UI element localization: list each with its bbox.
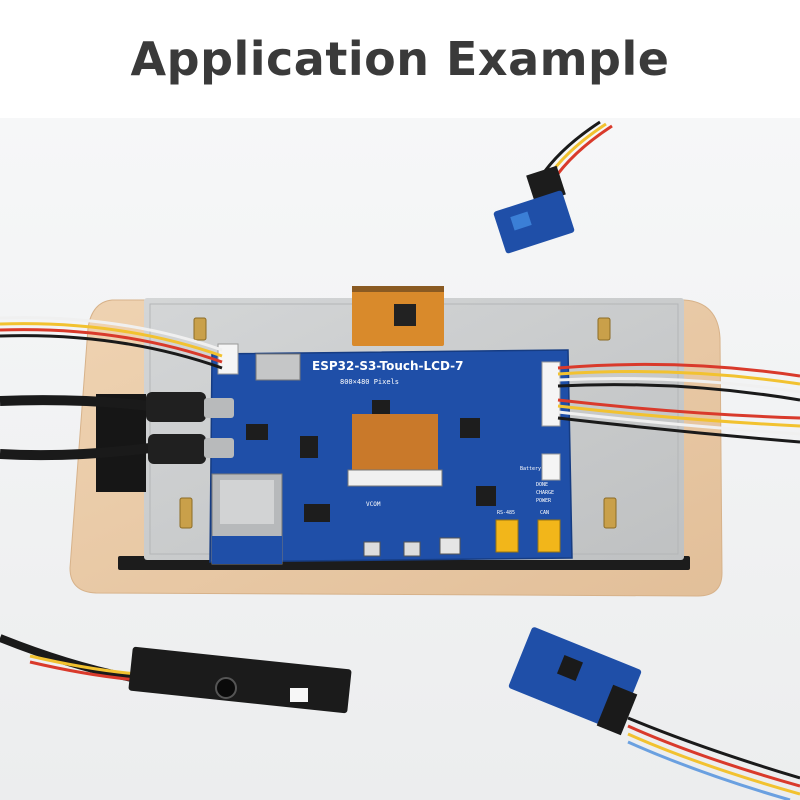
charge-label: CHARGE <box>536 490 554 496</box>
brass-standoffs <box>179 317 617 529</box>
product-photo: ESP32-S3-Touch-LCD-7 800×480 Pixels VCOM… <box>0 118 800 800</box>
fpc-ribbon <box>352 286 444 346</box>
vcom-label: VCOM <box>366 501 381 508</box>
black-tape <box>96 394 146 492</box>
rs485-label: RS-485 <box>497 510 515 516</box>
bottom-left-camera-module <box>0 634 352 714</box>
esp32-pcb: ESP32-S3-Touch-LCD-7 800×480 Pixels VCOM… <box>209 343 573 565</box>
title-band: Application Example <box>0 0 800 118</box>
done-label: DONE <box>536 482 548 488</box>
bottom-right-sensor-module <box>508 627 800 800</box>
left-sensor-cable <box>0 316 223 370</box>
usb-c-cables <box>0 392 234 464</box>
top-right-sensor-module <box>493 120 613 254</box>
board-name-label: ESP32-S3-Touch-LCD-7 <box>312 359 464 373</box>
resolution-label: 800×480 Pixels <box>340 378 399 386</box>
right-sensor-cables <box>557 362 800 444</box>
can-label: CAN <box>540 510 549 516</box>
page-title: Application Example <box>130 32 670 86</box>
power-label: POWER <box>536 498 552 504</box>
battery-label: Battery <box>520 466 541 472</box>
